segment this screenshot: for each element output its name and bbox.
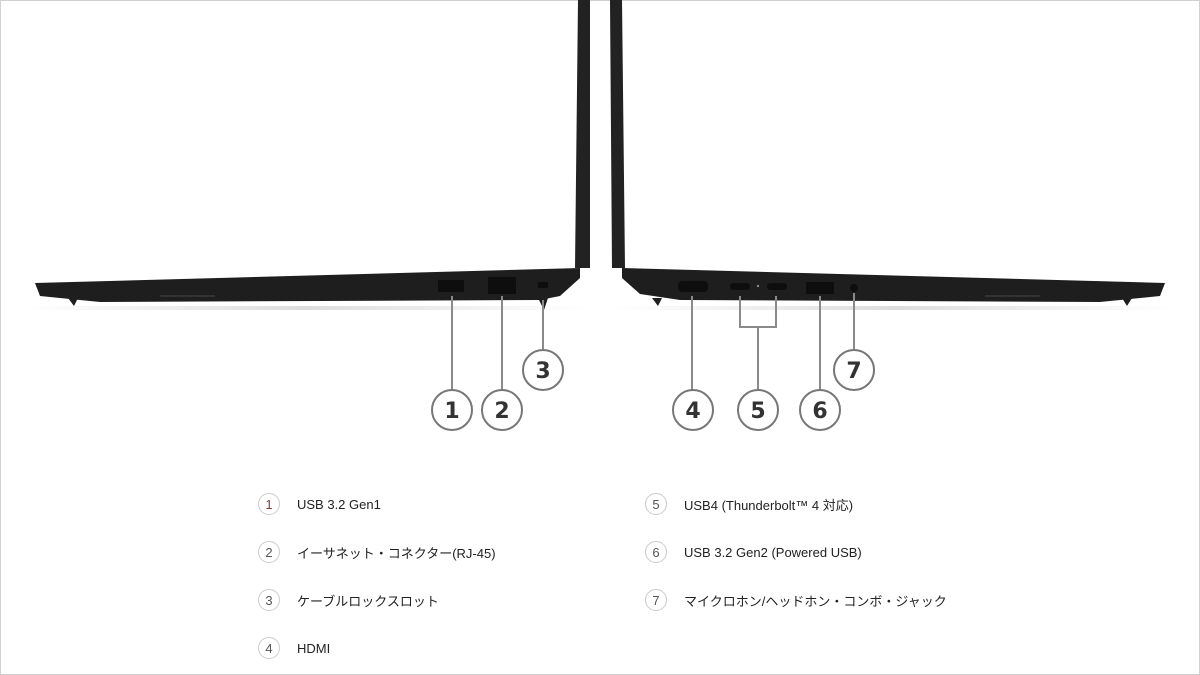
legend-item: 2 イーサネット・コネクター(RJ-45) xyxy=(258,539,496,565)
usb-a-port xyxy=(438,280,464,292)
legend-number: 3 xyxy=(258,589,280,611)
legend-number: 4 xyxy=(258,637,280,659)
legend-label: マイクロホン/ヘッドホン・コンボ・ジャック xyxy=(684,593,947,609)
rj45-port xyxy=(488,277,516,294)
callout-number-7: 7 xyxy=(846,359,861,384)
callout-number-2: 2 xyxy=(494,399,509,424)
callout-number-1: 1 xyxy=(444,399,459,424)
left-laptop-side-view xyxy=(25,0,590,310)
callout-circle-4 xyxy=(672,389,714,431)
left-shadow xyxy=(25,306,585,310)
legend-item: 3 ケーブルロックスロット xyxy=(258,587,439,613)
legend-number: 1 xyxy=(258,493,280,515)
right-shadow xyxy=(615,306,1175,310)
legend-number: 5 xyxy=(645,493,667,515)
legend-label: USB 3.2 Gen2 (Powered USB) xyxy=(684,544,862,560)
left-base xyxy=(35,268,580,302)
callout-circle-2 xyxy=(481,389,523,431)
legend-label: USB4 (Thunderbolt™ 4 対応) xyxy=(684,497,854,513)
callout-circle-5 xyxy=(737,389,779,431)
legend-number: 7 xyxy=(645,589,667,611)
legend-number: 6 xyxy=(645,541,667,563)
legend-item: 7 マイクロホン/ヘッドホン・コンボ・ジャック xyxy=(645,587,947,613)
left-screen xyxy=(575,0,590,268)
usb-a-powered-port xyxy=(806,282,834,294)
legend-label: HDMI xyxy=(297,640,331,656)
callout-number-3: 3 xyxy=(535,359,550,384)
right-screen xyxy=(610,0,625,268)
lock-slot xyxy=(538,282,548,288)
callout-circle-7 xyxy=(833,349,875,391)
legend-item: 5 USB4 (Thunderbolt™ 4 対応) xyxy=(645,491,853,517)
callout-number-6: 6 xyxy=(812,399,827,424)
right-base xyxy=(622,268,1165,302)
hdmi-port xyxy=(678,281,708,292)
callout-circle-3 xyxy=(522,349,564,391)
callout-number-5: 5 xyxy=(750,399,765,424)
legend-label: ケーブルロックスロット xyxy=(297,593,439,609)
legend-number: 2 xyxy=(258,541,280,563)
audio-jack xyxy=(850,284,858,292)
legend-item: 4 HDMI xyxy=(258,635,330,661)
callout-lines xyxy=(451,293,855,390)
callout-circle-1 xyxy=(431,389,473,431)
legend-item: 6 USB 3.2 Gen2 (Powered USB) xyxy=(645,539,862,565)
callout-circle-6 xyxy=(799,389,841,431)
usb-c-port-1 xyxy=(730,283,750,290)
legend-label: イーサネット・コネクター(RJ-45) xyxy=(297,545,496,561)
usb-c-port-2 xyxy=(767,283,787,290)
legend-label: USB 3.2 Gen1 xyxy=(297,496,381,512)
legend-item: 1 USB 3.2 Gen1 xyxy=(258,491,381,517)
right-laptop-side-view xyxy=(610,0,1175,310)
callout-number-4: 4 xyxy=(685,399,700,424)
